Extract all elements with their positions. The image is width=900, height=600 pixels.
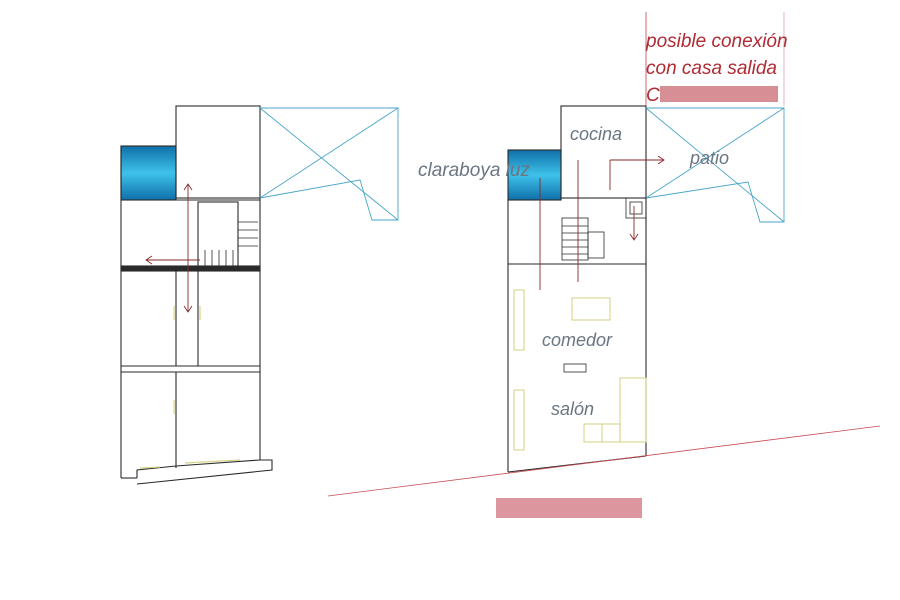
right-skylight-block: [507, 149, 562, 201]
label-living: salón: [551, 399, 594, 419]
street-lines: [327, 425, 881, 497]
label-skylight: claraboya luz: [418, 160, 530, 181]
annotation-line-3-prefix: C: [646, 85, 660, 106]
left-patio-hatch: [259, 107, 399, 221]
annotation-line-1: posible conexión: [645, 31, 788, 52]
label-dining: comedor: [542, 330, 613, 350]
right-floor-plan: [507, 12, 785, 473]
connection-annotation: posible conexión con casa salida C: [645, 31, 788, 106]
redaction-scribble-street: [496, 498, 642, 518]
left-stair: [197, 201, 239, 269]
label-kitchen: cocina: [570, 124, 622, 144]
label-patio: patio: [689, 148, 729, 168]
left-skylight-block: [120, 145, 177, 201]
left-top-room: [175, 105, 261, 199]
redaction-scribble-top: [660, 86, 778, 102]
kitchen-room: [560, 105, 647, 199]
left-floor-plan: [120, 105, 399, 485]
annotation-line-2: con casa salida: [646, 58, 777, 79]
left-slab-band: [120, 265, 261, 272]
right-patio-hatch: [645, 107, 785, 223]
